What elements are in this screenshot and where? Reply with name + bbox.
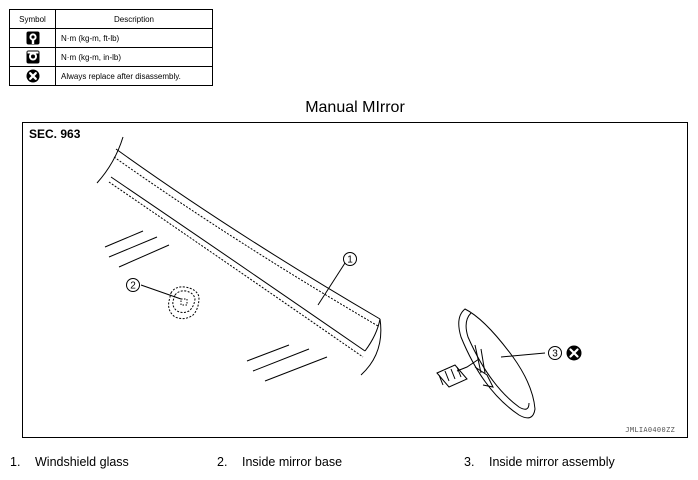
inside-mirror-base — [168, 286, 200, 320]
inside-mirror-assembly — [436, 308, 536, 419]
part-name: Windshield glass — [35, 455, 129, 469]
windshield-glass — [96, 136, 382, 382]
callout-2 — [126, 278, 140, 292]
callout-3 — [548, 346, 562, 360]
callout-3-label: 3 — [552, 349, 558, 360]
part-number: 1. — [10, 455, 21, 469]
legend-header-symbol: Symbol — [9, 9, 56, 29]
symbol-legend-table: Symbol Description N·m (kg-m, ft-lb) N·m… — [9, 9, 213, 86]
parts-list-item: 1. Windshield glass — [10, 455, 129, 469]
legend-header-description: Description — [55, 9, 213, 29]
legend-description: N·m (kg-m, in-lb) — [55, 47, 213, 67]
mirror-illustration: 1 2 3 — [96, 136, 582, 419]
part-name: Inside mirror assembly — [489, 455, 615, 469]
torque-wrench-icon — [9, 28, 56, 48]
part-number: 3. — [464, 455, 475, 469]
legend-row: N·m (kg-m, ft-lb) — [9, 28, 213, 48]
parts-list-item: 3. Inside mirror assembly — [464, 455, 615, 469]
part-name: Inside mirror base — [242, 455, 343, 469]
figure-title: Manual MIrror — [305, 99, 405, 116]
legend-row: N·m (kg-m, in-lb) — [9, 47, 213, 67]
figure-code: JMLIA0400ZZ — [625, 426, 675, 434]
callout-1-label: 1 — [347, 255, 353, 266]
section-number: SEC. 963 — [29, 127, 81, 141]
legend-description: N·m (kg-m, ft-lb) — [55, 28, 213, 48]
legend-header-row: Symbol Description — [9, 9, 213, 29]
figure-frame: SEC. 963 — [22, 122, 688, 438]
callout-1 — [343, 252, 357, 266]
parts-list-item: 2. Inside mirror base — [217, 455, 342, 469]
part-number: 2. — [217, 455, 228, 469]
torque-wrench-small-icon — [9, 47, 56, 67]
replace-x-icon — [9, 66, 56, 86]
replace-x-icon — [566, 345, 582, 361]
callout-2-label: 2 — [130, 281, 136, 292]
legend-description: Always replace after disassembly. — [55, 66, 213, 86]
legend-row: Always replace after disassembly. — [9, 66, 213, 86]
